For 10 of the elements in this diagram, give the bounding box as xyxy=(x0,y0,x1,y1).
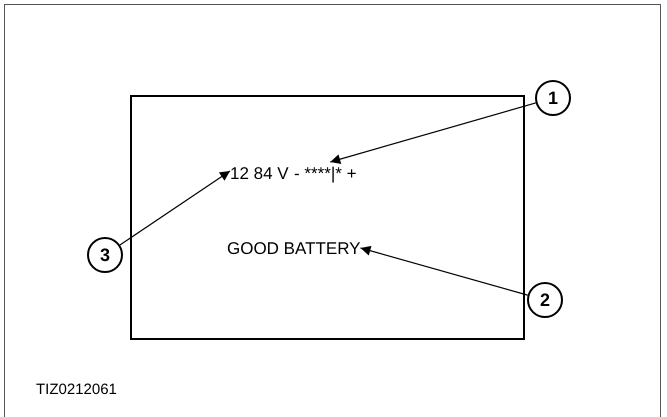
voltage-reading: 12 84 V xyxy=(230,164,289,184)
leader-arrow xyxy=(120,170,230,246)
leader-arrow xyxy=(360,246,528,296)
charge-bar-indicator: - ****|* + xyxy=(294,164,357,184)
callout-number: 2 xyxy=(527,282,563,318)
status-message: GOOD BATTERY xyxy=(227,239,361,259)
display-frame xyxy=(130,95,525,340)
figure-code: TIZ0212061 xyxy=(36,381,117,398)
callout-number: 3 xyxy=(87,237,123,273)
callout-number: 1 xyxy=(535,80,571,116)
